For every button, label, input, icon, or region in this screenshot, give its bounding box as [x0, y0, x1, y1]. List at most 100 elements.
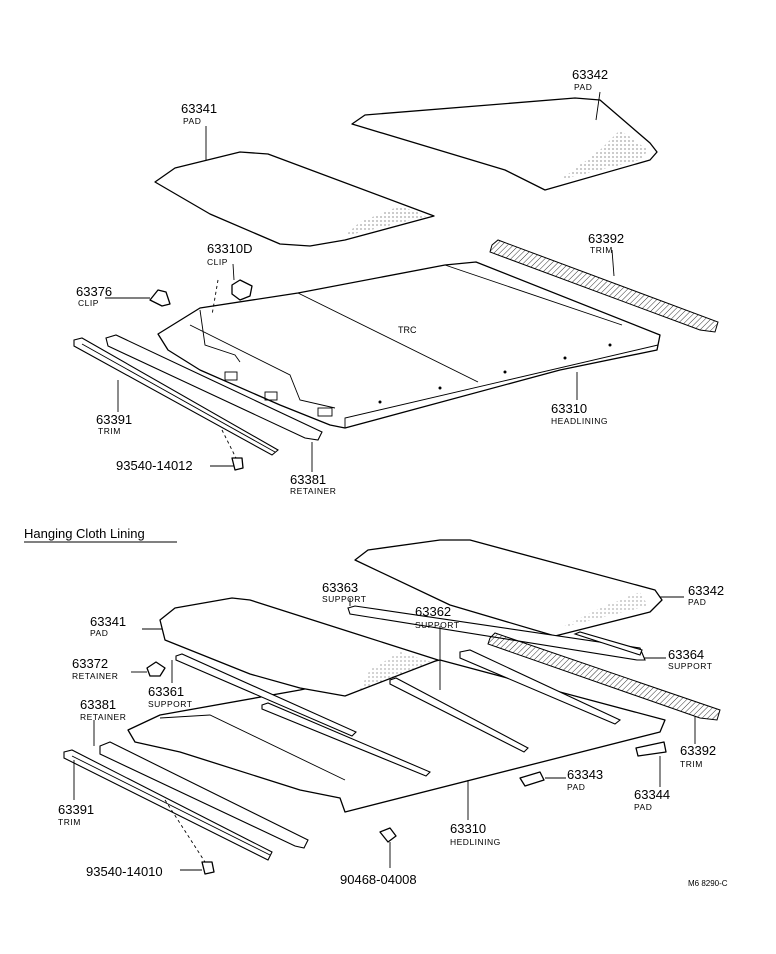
svg-text:Hanging Cloth Lining: Hanging Cloth Lining — [24, 526, 145, 541]
label-t-93540-14012: 93540-14012 — [116, 458, 193, 473]
trim-63392-bottom-shape — [487, 632, 721, 721]
svg-text:TRIM: TRIM — [58, 817, 81, 827]
svg-text:PAD: PAD — [634, 802, 652, 812]
pad-63341-top-shape — [154, 151, 435, 247]
label-b-63364: 63364 SUPPORT — [668, 647, 712, 671]
retainer-63372-shape — [146, 661, 166, 677]
svg-text:PAD: PAD — [567, 782, 585, 792]
label-b-63341: 63341 PAD — [90, 614, 126, 638]
pad-63344-shape — [635, 741, 667, 757]
clip-90468-04008-shape — [379, 827, 397, 843]
headlining-63310-top-shape: TRC — [157, 261, 661, 429]
label-t-63391: 63391 TRIM — [96, 412, 132, 436]
label-t-63342: 63342 PAD — [572, 67, 608, 92]
trim-63391-bottom-shape — [63, 749, 273, 861]
svg-text:TRIM: TRIM — [98, 426, 121, 436]
headlining-63310-bottom-shape — [127, 659, 666, 813]
svg-text:RETAINER: RETAINER — [72, 671, 118, 681]
support-63361-shape — [175, 653, 357, 737]
svg-text:63310D: 63310D — [207, 241, 253, 256]
svg-text:63376: 63376 — [76, 284, 112, 299]
label-b-63310: 63310 HEDLINING — [450, 821, 501, 847]
svg-text:PAD: PAD — [574, 82, 592, 92]
label-b-63363: 63363 SUPPORT — [322, 580, 366, 604]
svg-text:HEDLINING: HEDLINING — [450, 837, 501, 847]
leader-lines — [73, 91, 696, 871]
section-title: Hanging Cloth Lining — [24, 526, 177, 543]
svg-text:CLIP: CLIP — [207, 257, 228, 267]
svg-text:93540-14012: 93540-14012 — [116, 458, 193, 473]
retainer-63381-bottom-shape — [99, 741, 309, 849]
svg-text:RETAINER: RETAINER — [290, 486, 336, 496]
svg-text:63342: 63342 — [572, 67, 608, 82]
svg-text:TRIM: TRIM — [680, 759, 703, 769]
retainer-63381-top-shape — [105, 334, 323, 441]
svg-text:PAD: PAD — [90, 628, 108, 638]
label-b-63361: 63361 SUPPORT — [148, 684, 192, 709]
pad-63342-top-shape — [351, 97, 658, 191]
svg-text:RETAINER: RETAINER — [80, 712, 126, 722]
label-b-63391: 63391 TRIM — [58, 802, 94, 827]
label-b-63343: 63343 PAD — [567, 767, 603, 792]
trim-63391-top-shape — [73, 337, 279, 456]
svg-text:90468-04008: 90468-04008 — [340, 872, 417, 887]
svg-text:63364: 63364 — [668, 647, 704, 662]
label-b-63381: 63381 RETAINER — [80, 697, 126, 722]
svg-text:63372: 63372 — [72, 656, 108, 671]
svg-text:SUPPORT: SUPPORT — [415, 620, 459, 630]
label-b-63392: 63392 TRIM — [680, 743, 716, 769]
pad-63341-bottom-shape — [159, 597, 439, 697]
svg-text:PAD: PAD — [183, 116, 201, 126]
svg-text:63391: 63391 — [96, 412, 132, 427]
svg-text:CLIP: CLIP — [78, 298, 99, 308]
support-63362-shape — [261, 649, 622, 777]
svg-text:63381: 63381 — [290, 472, 326, 487]
svg-text:TRC: TRC — [398, 325, 417, 335]
svg-text:63362: 63362 — [415, 604, 451, 619]
svg-text:SUPPORT: SUPPORT — [148, 699, 192, 709]
svg-text:SUPPORT: SUPPORT — [322, 594, 366, 604]
label-t-63392: 63392 TRIM — [588, 231, 624, 255]
label-b-63372: 63372 RETAINER — [72, 656, 118, 681]
trim-63392-top-shape — [489, 239, 719, 333]
pad-63342-bottom-shape — [354, 539, 663, 637]
svg-text:63341: 63341 — [90, 614, 126, 629]
label-b-63362: 63362 SUPPORT — [415, 604, 459, 630]
svg-text:SUPPORT: SUPPORT — [668, 661, 712, 671]
support-63364-shape — [573, 631, 643, 656]
bottom-assembly — [63, 539, 721, 875]
svg-text:63344: 63344 — [634, 787, 670, 802]
label-b-63344: 63344 PAD — [634, 787, 670, 812]
label-b-63342: 63342 PAD — [688, 583, 724, 607]
label-t-63341: 63341 PAD — [181, 101, 217, 126]
screw-93540-14010-shape — [164, 799, 215, 875]
svg-text:63392: 63392 — [588, 231, 624, 246]
svg-text:63341: 63341 — [181, 101, 217, 116]
svg-text:63310: 63310 — [450, 821, 486, 836]
svg-text:63391: 63391 — [58, 802, 94, 817]
label-t-63310d: 63310D CLIP — [207, 241, 253, 267]
top-assembly: TRC — [73, 97, 719, 471]
pad-63343-shape — [519, 771, 545, 787]
svg-text:63343: 63343 — [567, 767, 603, 782]
svg-text:M6 8290-C: M6 8290-C — [688, 879, 728, 888]
svg-text:63392: 63392 — [680, 743, 716, 758]
svg-text:93540-14010: 93540-14010 — [86, 864, 163, 879]
label-t-63381: 63381 RETAINER — [290, 472, 336, 496]
reference-code: M6 8290-C — [688, 879, 728, 888]
svg-text:HEADLINING: HEADLINING — [551, 416, 608, 426]
clip-63376-shape — [149, 289, 171, 307]
svg-text:63363: 63363 — [322, 580, 358, 595]
svg-text:63342: 63342 — [688, 583, 724, 598]
svg-text:63310: 63310 — [551, 401, 587, 416]
clip-63310d-shape — [211, 279, 253, 316]
svg-text:PAD: PAD — [688, 597, 706, 607]
svg-text:TRIM: TRIM — [590, 245, 613, 255]
label-b-93540-14010: 93540-14010 — [86, 864, 163, 879]
label-b-90468-04008: 90468-04008 — [340, 872, 417, 887]
svg-text:63361: 63361 — [148, 684, 184, 699]
label-t-63376: 63376 CLIP — [76, 284, 112, 308]
svg-text:63381: 63381 — [80, 697, 116, 712]
label-t-63310: 63310 HEADLINING — [551, 401, 608, 426]
